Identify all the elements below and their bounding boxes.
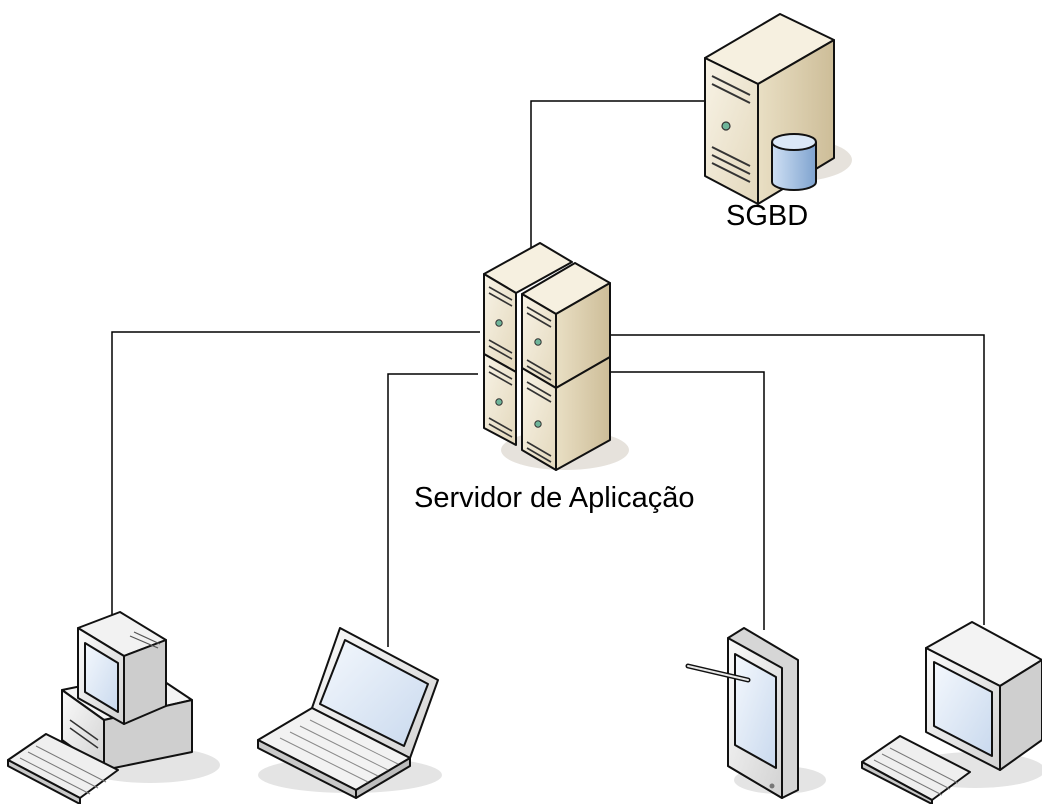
laptop-icon	[257, 627, 442, 799]
sgbd-label: SGBD	[726, 200, 809, 232]
link-app-to-sgbd	[530, 100, 705, 262]
desktop-computer-icon	[7, 611, 220, 804]
sgbd-server-icon	[704, 13, 852, 205]
connections	[111, 100, 985, 647]
database-cylinder-icon	[771, 133, 817, 191]
link-app-to-tablet	[600, 371, 765, 630]
link-app-to-laptop	[387, 373, 478, 647]
application-server-label: Servidor de Aplicação	[414, 482, 695, 514]
stylus-icon	[685, 663, 751, 683]
application-server-cluster-icon	[483, 242, 629, 471]
workstation-computer-icon	[861, 621, 1042, 804]
link-app-to-desktop	[111, 331, 480, 620]
link-app-to-workstation	[605, 334, 985, 625]
tablet-icon	[685, 627, 826, 799]
